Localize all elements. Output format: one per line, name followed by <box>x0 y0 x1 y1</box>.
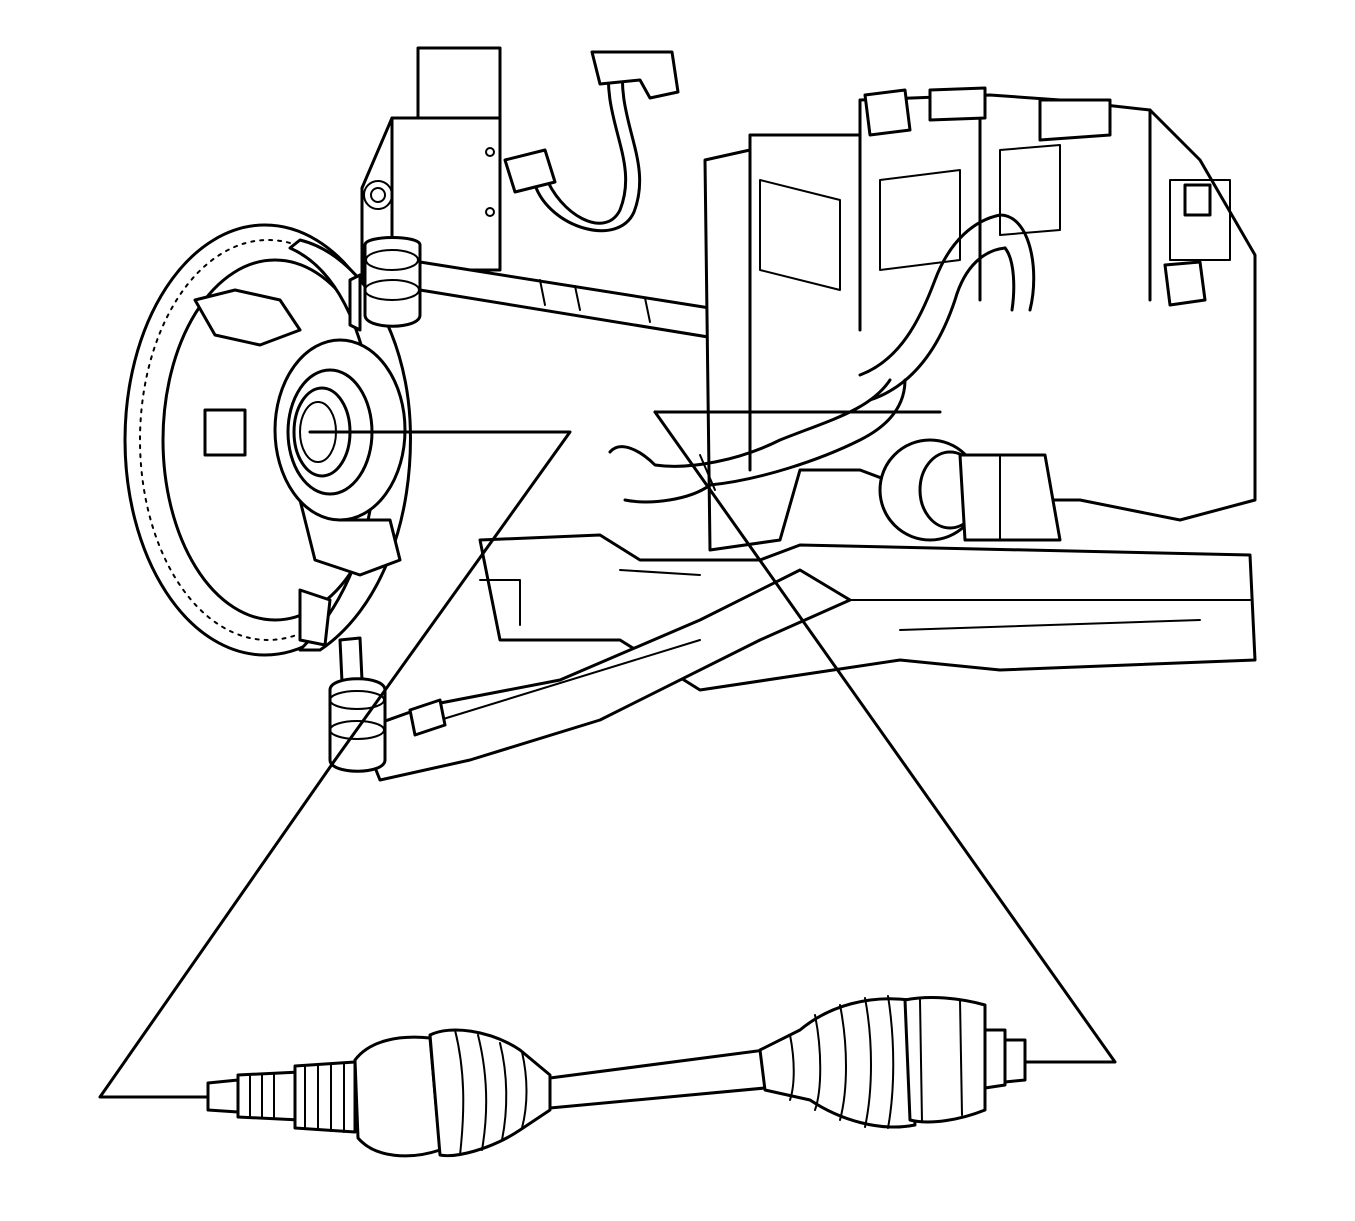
wheel-hub <box>273 338 407 522</box>
control-arm-bushing <box>878 438 1062 542</box>
wire-harness <box>503 50 680 233</box>
drive-axle-assembly <box>206 995 1027 1158</box>
engine-transaxle <box>703 86 1257 552</box>
lower-control-arm <box>358 568 852 782</box>
callout-lines <box>98 410 1117 1099</box>
coolant-hose <box>858 213 1036 402</box>
upper-tie-rod-end <box>348 236 422 332</box>
steering-knuckle <box>193 288 402 647</box>
lower-ball-joint <box>328 636 387 773</box>
